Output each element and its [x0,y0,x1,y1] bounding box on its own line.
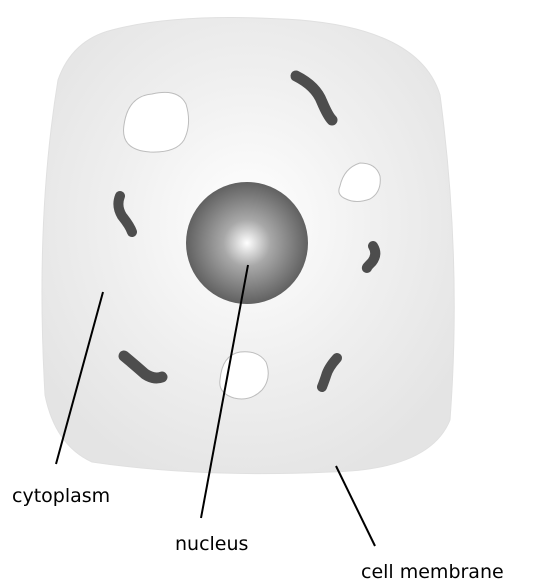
nucleus-label: nucleus [175,535,248,554]
membrane-leader-line [336,466,375,546]
nucleus-shape [186,182,308,304]
cell-membrane-label: cell membrane [361,563,504,582]
cytoplasm-label: cytoplasm [12,487,110,506]
